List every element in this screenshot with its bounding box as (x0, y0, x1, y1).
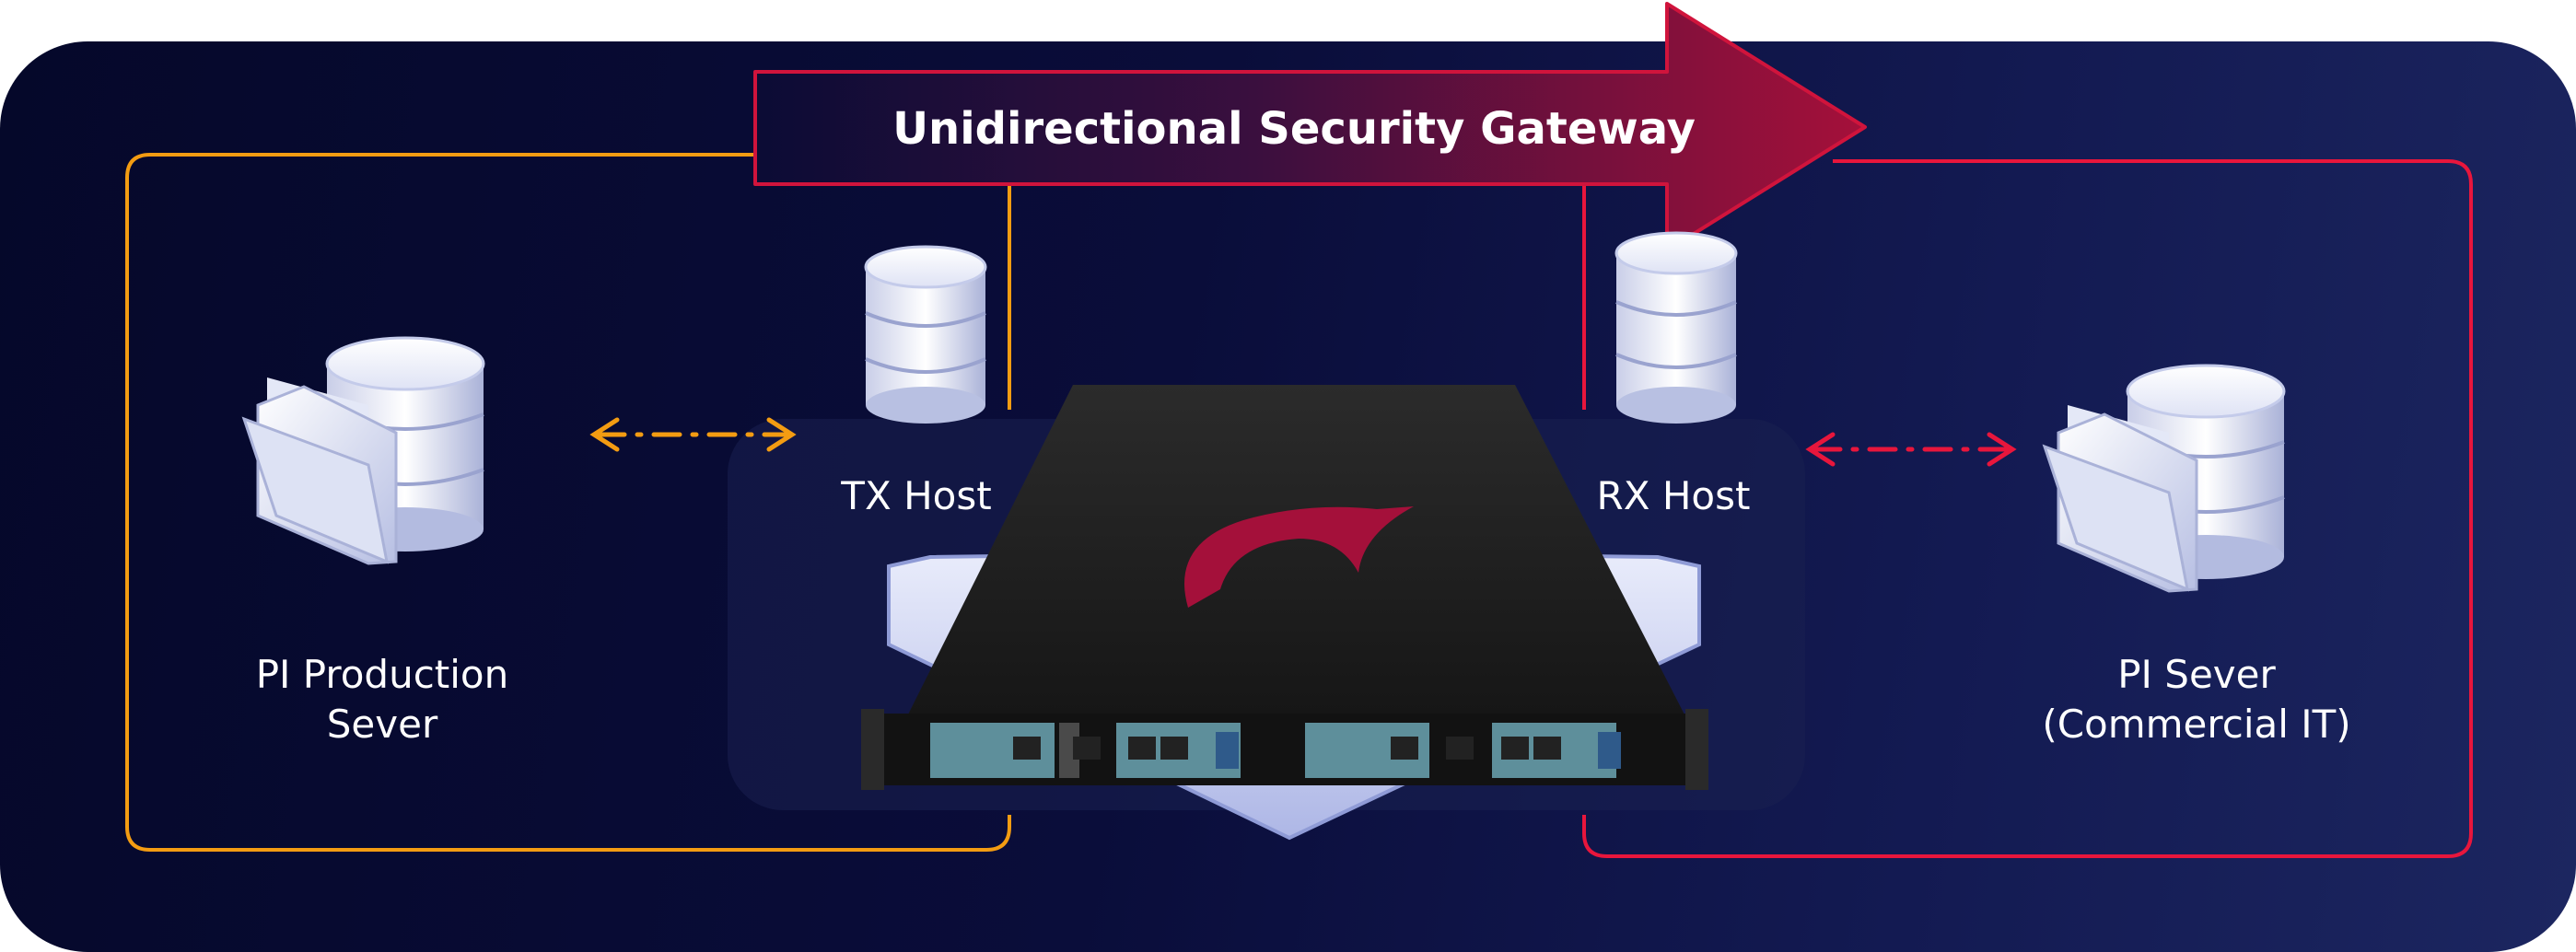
pi-server-label-line1: PI Sever (2117, 652, 2276, 697)
rx-host-database-icon (1614, 231, 1738, 424)
banner-title: Unidirectional Security Gateway (892, 103, 1696, 155)
gateway-device (861, 385, 1708, 790)
tx-data-arrow (589, 417, 797, 452)
pi-server-label-line2: (Commercial IT) (2042, 702, 2351, 747)
pi-production-server-icon (241, 336, 485, 565)
pi-server-label: PI Sever (Commercial IT) (1999, 650, 2395, 749)
tx-host-label: TX Host (841, 473, 992, 518)
rx-data-arrow (1805, 432, 2017, 467)
device-front-panel-modules (930, 723, 1621, 778)
banner-arrow (753, 2, 1867, 252)
pi-production-server-label-line1: PI Production (255, 652, 509, 697)
tx-zone-border (125, 153, 1011, 852)
rx-host-label: RX Host (1596, 473, 1751, 518)
rx-zone-border (1582, 159, 2473, 858)
device-logo-icon (1184, 506, 1414, 608)
pi-production-server-label: PI Production Sever (198, 650, 566, 749)
pi-production-server-label-line2: Sever (326, 702, 438, 747)
tx-host-database-icon (864, 245, 987, 424)
pi-server-icon (2042, 364, 2286, 593)
